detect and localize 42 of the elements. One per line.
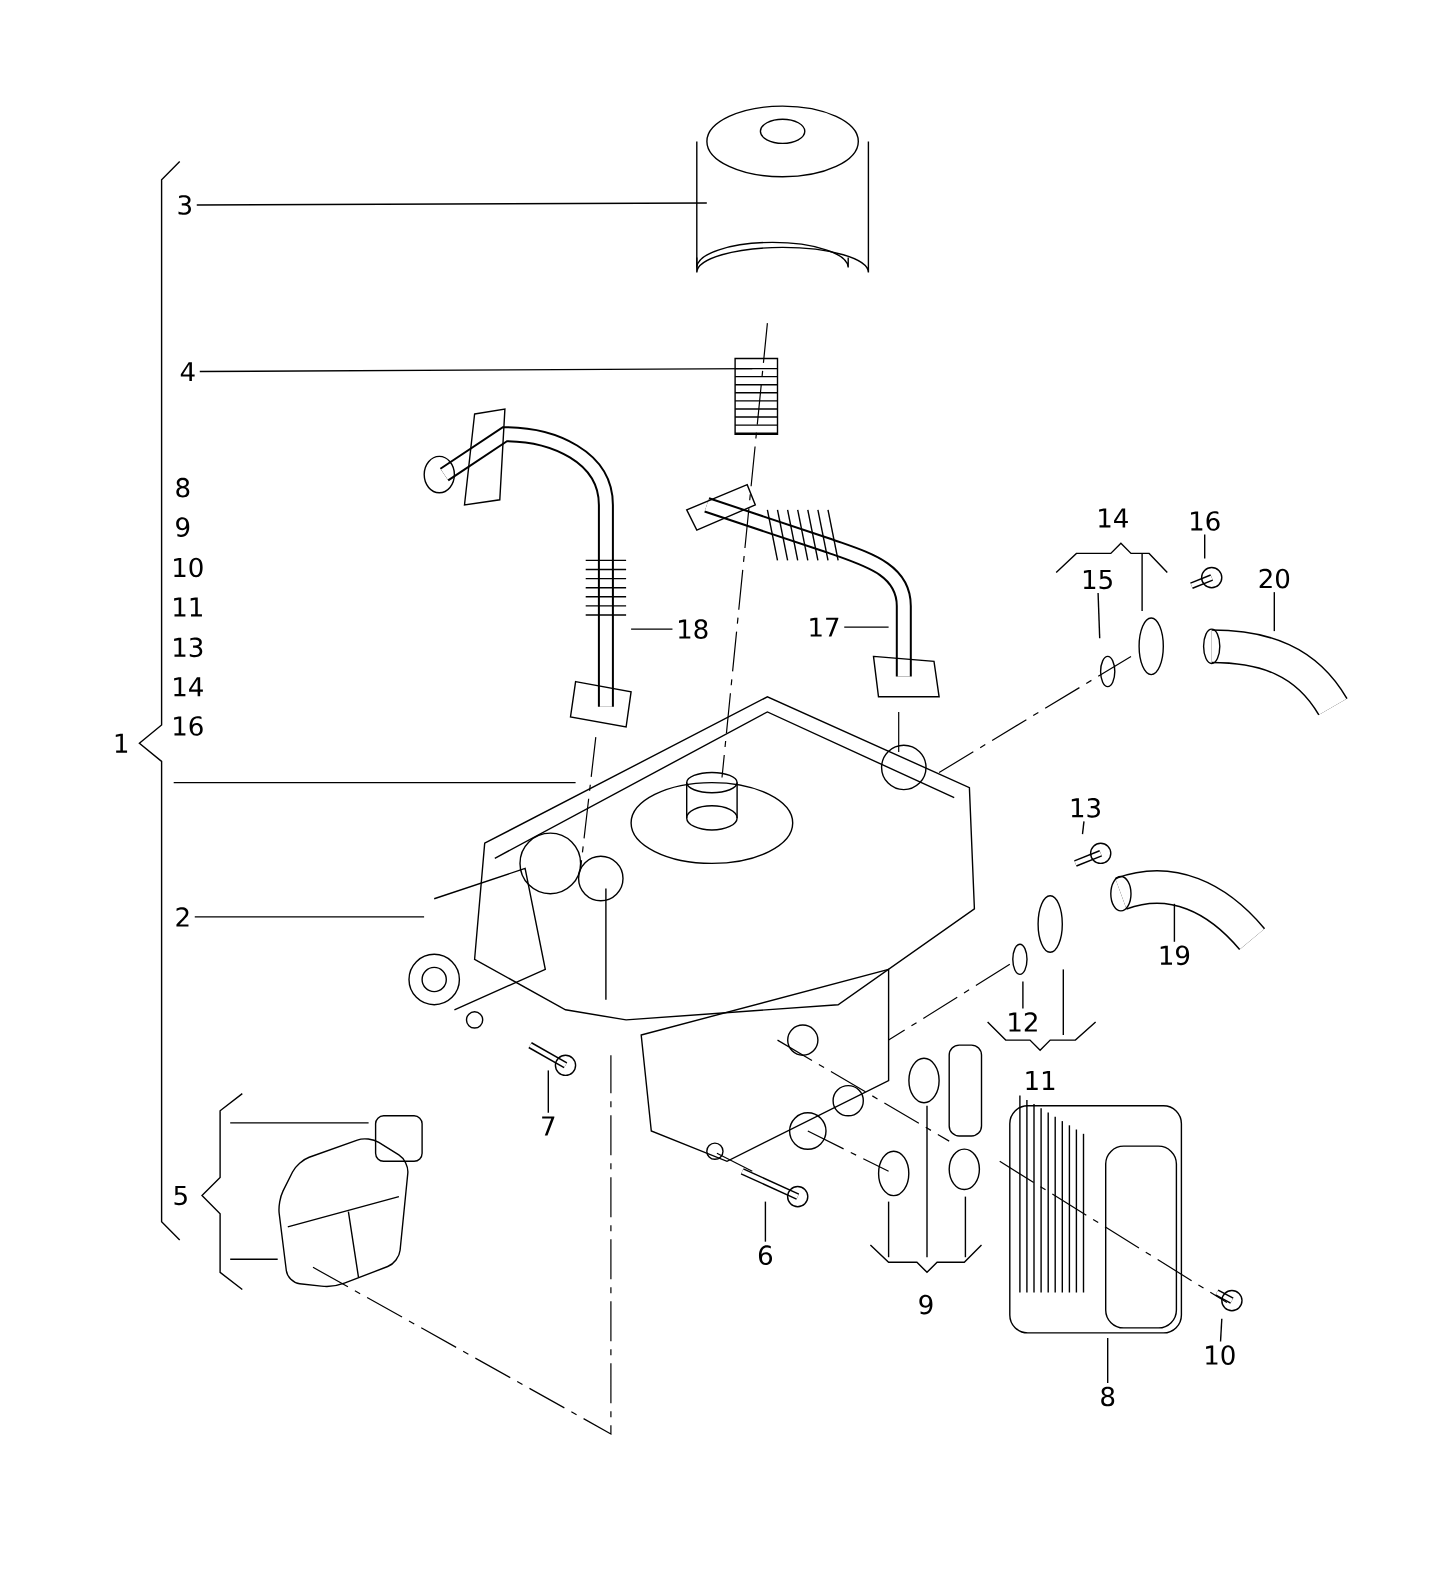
callout-number: 6 xyxy=(758,1245,773,1266)
leader-line xyxy=(1204,533,1206,560)
callout-number: 10 xyxy=(174,557,203,578)
callout-number: 16 xyxy=(174,716,203,736)
callout-number: 18 xyxy=(679,619,708,639)
leader-line xyxy=(1081,820,1085,835)
leader-line xyxy=(1273,591,1275,632)
leader-line xyxy=(1097,592,1101,639)
callout-number: 20 xyxy=(1259,568,1290,589)
callout-number: 5 xyxy=(174,1185,187,1206)
callout-number: 13 xyxy=(1071,797,1100,818)
callout-number: 9 xyxy=(176,517,190,537)
callout-number: 2 xyxy=(176,907,189,927)
callout-number: 11 xyxy=(1026,1071,1055,1090)
callout-number: 7 xyxy=(542,1116,555,1136)
leader-line xyxy=(1219,1318,1223,1343)
leader-line xyxy=(1173,903,1176,943)
leader-line xyxy=(194,916,425,918)
leader-line xyxy=(764,1200,767,1243)
leader-line xyxy=(843,626,890,628)
callout-number: 8 xyxy=(176,477,190,498)
callout-number: 17 xyxy=(810,617,839,637)
leader-line xyxy=(630,628,674,630)
callout-number: 16 xyxy=(1191,511,1220,531)
leader-line xyxy=(1022,980,1024,1010)
callout-number: 8 xyxy=(1101,1386,1115,1407)
callout-number: 11 xyxy=(174,597,202,617)
callout-number: 13 xyxy=(174,637,203,658)
callout-number: 14 xyxy=(1099,508,1128,528)
callout-number: 15 xyxy=(1083,569,1112,590)
callout-number: 1 xyxy=(115,733,128,753)
callout-number: 10 xyxy=(1206,1345,1235,1365)
callout-number: 4 xyxy=(180,362,195,382)
callout-number: 3 xyxy=(178,195,191,215)
leader-line xyxy=(547,1069,549,1114)
callout-number: 19 xyxy=(1160,945,1190,966)
callout-number: 12 xyxy=(1009,1012,1037,1032)
callout-number: 14 xyxy=(174,677,203,697)
callout-number: 9 xyxy=(919,1294,933,1315)
leader-line xyxy=(199,367,753,373)
leader-line xyxy=(196,202,708,206)
leader-line xyxy=(1107,1337,1109,1384)
